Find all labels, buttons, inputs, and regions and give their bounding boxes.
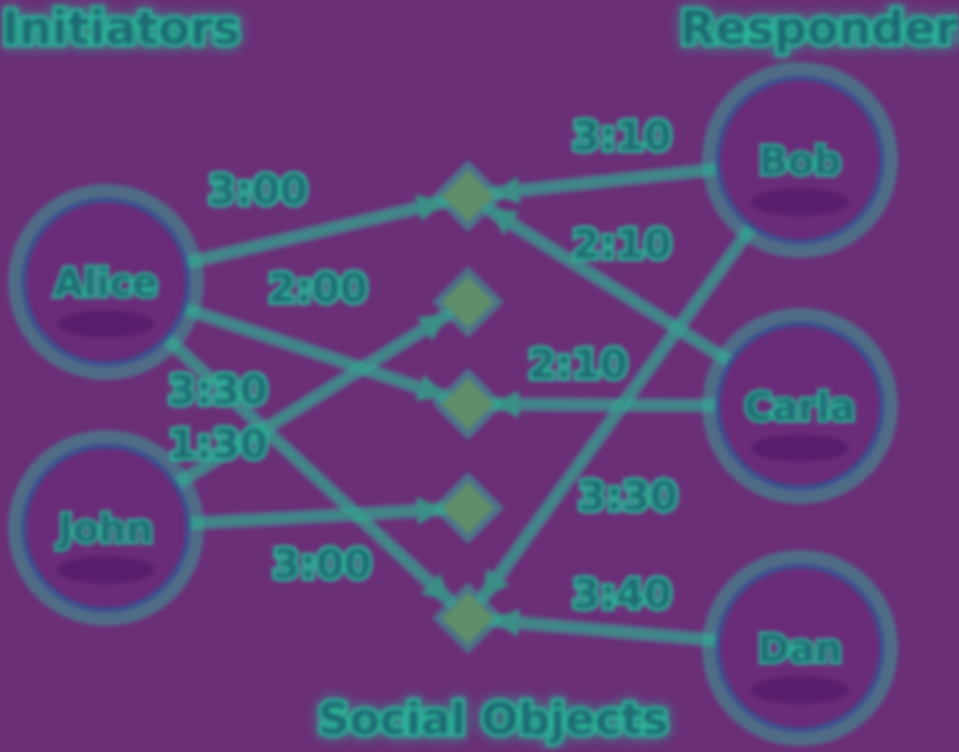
edge-dan-so5	[486, 608, 730, 648]
diamond-shape	[442, 482, 494, 534]
node-label: John	[56, 507, 153, 551]
heading-social-objects: Social Objects	[318, 694, 668, 745]
edge-line	[183, 496, 445, 526]
node-shadow	[750, 676, 850, 704]
initiator-node-alice: Alice	[8, 184, 204, 380]
edge-line	[161, 333, 451, 603]
edge-carla-so3	[486, 390, 730, 419]
social-object-so4	[432, 472, 504, 544]
responder-node-dan: Dan	[702, 550, 898, 746]
edge-alice-so5	[156, 328, 456, 608]
diamond-shape	[442, 276, 494, 328]
edge-label: 2:10	[528, 342, 628, 388]
social-object-so3	[432, 368, 504, 440]
edge-label: 2:10	[572, 222, 672, 268]
node-glow	[8, 430, 204, 626]
heading-initiators: Initiators	[2, 1, 240, 55]
edge-line	[171, 314, 449, 489]
diamond-shape	[442, 170, 494, 222]
social-object-so2	[432, 266, 504, 338]
social-object-so1	[432, 160, 504, 232]
node-shadow	[750, 434, 850, 462]
initiator-node-john: John	[8, 430, 204, 626]
responder-node-bob: Bob	[702, 62, 898, 258]
edge-label: 3:00	[272, 542, 372, 588]
edge-label: 1:30	[168, 422, 268, 468]
edge-label: 3:00	[208, 168, 308, 214]
edge-line	[181, 194, 446, 266]
edge-line	[491, 608, 723, 643]
node-glow	[8, 184, 204, 380]
node-shadow	[750, 188, 850, 216]
edge-label: 3:10	[572, 114, 672, 160]
edge-line	[491, 390, 723, 419]
edge-label: 3:40	[572, 572, 672, 618]
node-shadow	[56, 310, 156, 338]
edge-label: 3:30	[578, 474, 678, 520]
edge-alice-so1	[174, 194, 450, 271]
heading-responders: Responders	[680, 1, 959, 55]
edge-john-so4	[176, 496, 450, 531]
edge-label: 2:00	[268, 266, 368, 312]
edge-line	[491, 166, 723, 205]
edge-line	[179, 305, 447, 401]
edge-bob-so5	[476, 216, 762, 604]
node-label: Alice	[54, 261, 158, 305]
edge-line	[487, 208, 736, 366]
node-glow	[702, 550, 898, 746]
diamond-shape	[442, 592, 494, 644]
node-glow	[702, 62, 898, 258]
node-glow	[702, 308, 898, 504]
edge-line	[481, 221, 756, 600]
edge-label: 3:30	[168, 368, 268, 414]
social-object-so5	[432, 582, 504, 654]
node-shadow	[56, 556, 156, 584]
edge-carla-so1	[482, 202, 742, 372]
edge-alice-so3	[172, 299, 451, 403]
responder-node-carla: Carla	[702, 308, 898, 504]
edge-bob-so1	[486, 161, 730, 205]
edge-john-so2	[165, 308, 453, 494]
diamond-shape	[442, 378, 494, 430]
node-label: Bob	[759, 139, 841, 183]
node-label: Dan	[758, 627, 842, 671]
node-label: Carla	[745, 385, 856, 429]
